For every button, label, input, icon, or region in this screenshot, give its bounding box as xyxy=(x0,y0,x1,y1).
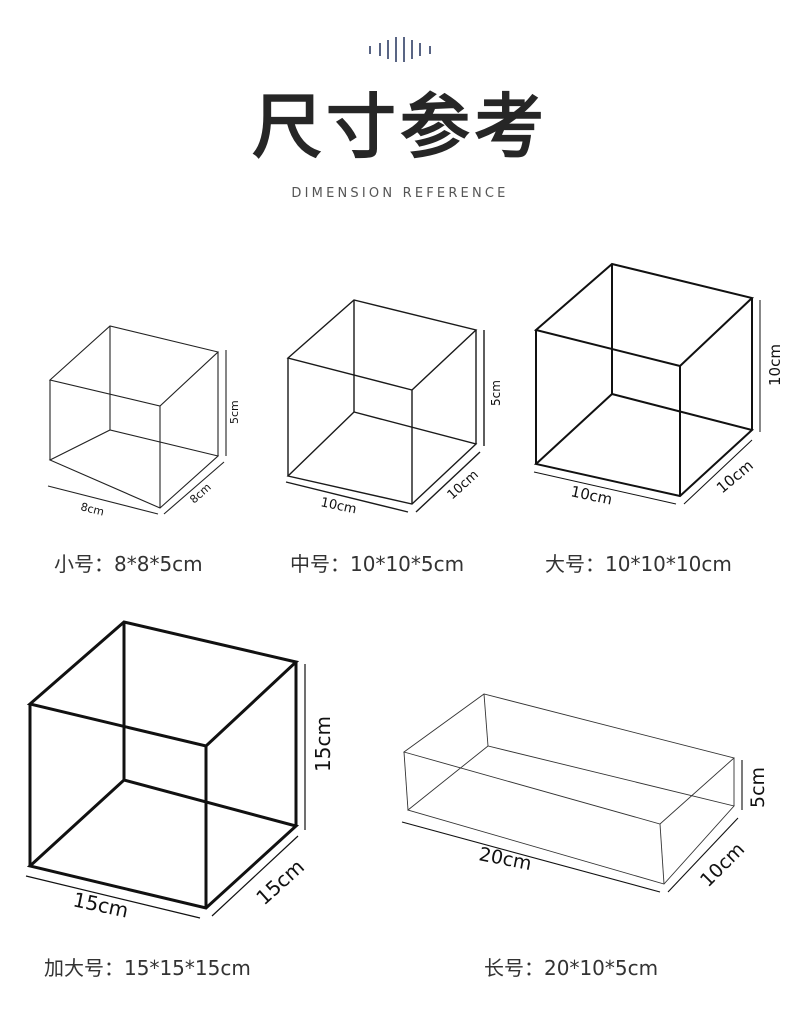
caption-small: 小号：8*8*5cm xyxy=(54,552,203,576)
caption-xlarge: 加大号：15*15*15cm xyxy=(44,956,251,980)
box-medium-height-label: 5cm xyxy=(489,380,503,406)
box-medium-length-label: 10cm xyxy=(319,495,358,517)
box-xlarge-width-label: 15cm xyxy=(251,854,309,909)
page-title: 尺寸参考 xyxy=(252,86,548,168)
page-subtitle: DIMENSION REFERENCE xyxy=(291,186,509,201)
box-large-height-label: 10cm xyxy=(766,344,784,386)
box-xlarge-length-label: 15cm xyxy=(71,887,131,922)
box-large-length-label: 10cm xyxy=(569,482,614,508)
caption-long: 长号：20*10*5cm xyxy=(484,956,659,980)
box-small-length-label: 8cm xyxy=(79,500,105,518)
box-xlarge-height-label: 15cm xyxy=(311,716,335,772)
box-medium-width-label: 10cm xyxy=(445,467,482,502)
box-long-width-label: 10cm xyxy=(696,838,749,891)
caption-large: 大号：10*10*10cm xyxy=(545,552,732,576)
title-ornament-icon xyxy=(369,37,431,62)
box-long-height-label: 5cm xyxy=(747,767,769,808)
caption-medium: 中号：10*10*5cm xyxy=(290,552,465,576)
box-small-width-label: 8cm xyxy=(187,481,213,507)
box-small-height-label: 5cm xyxy=(228,400,241,424)
box-large-width-label: 10cm xyxy=(713,456,757,497)
box-long-length-label: 20cm xyxy=(477,843,533,875)
